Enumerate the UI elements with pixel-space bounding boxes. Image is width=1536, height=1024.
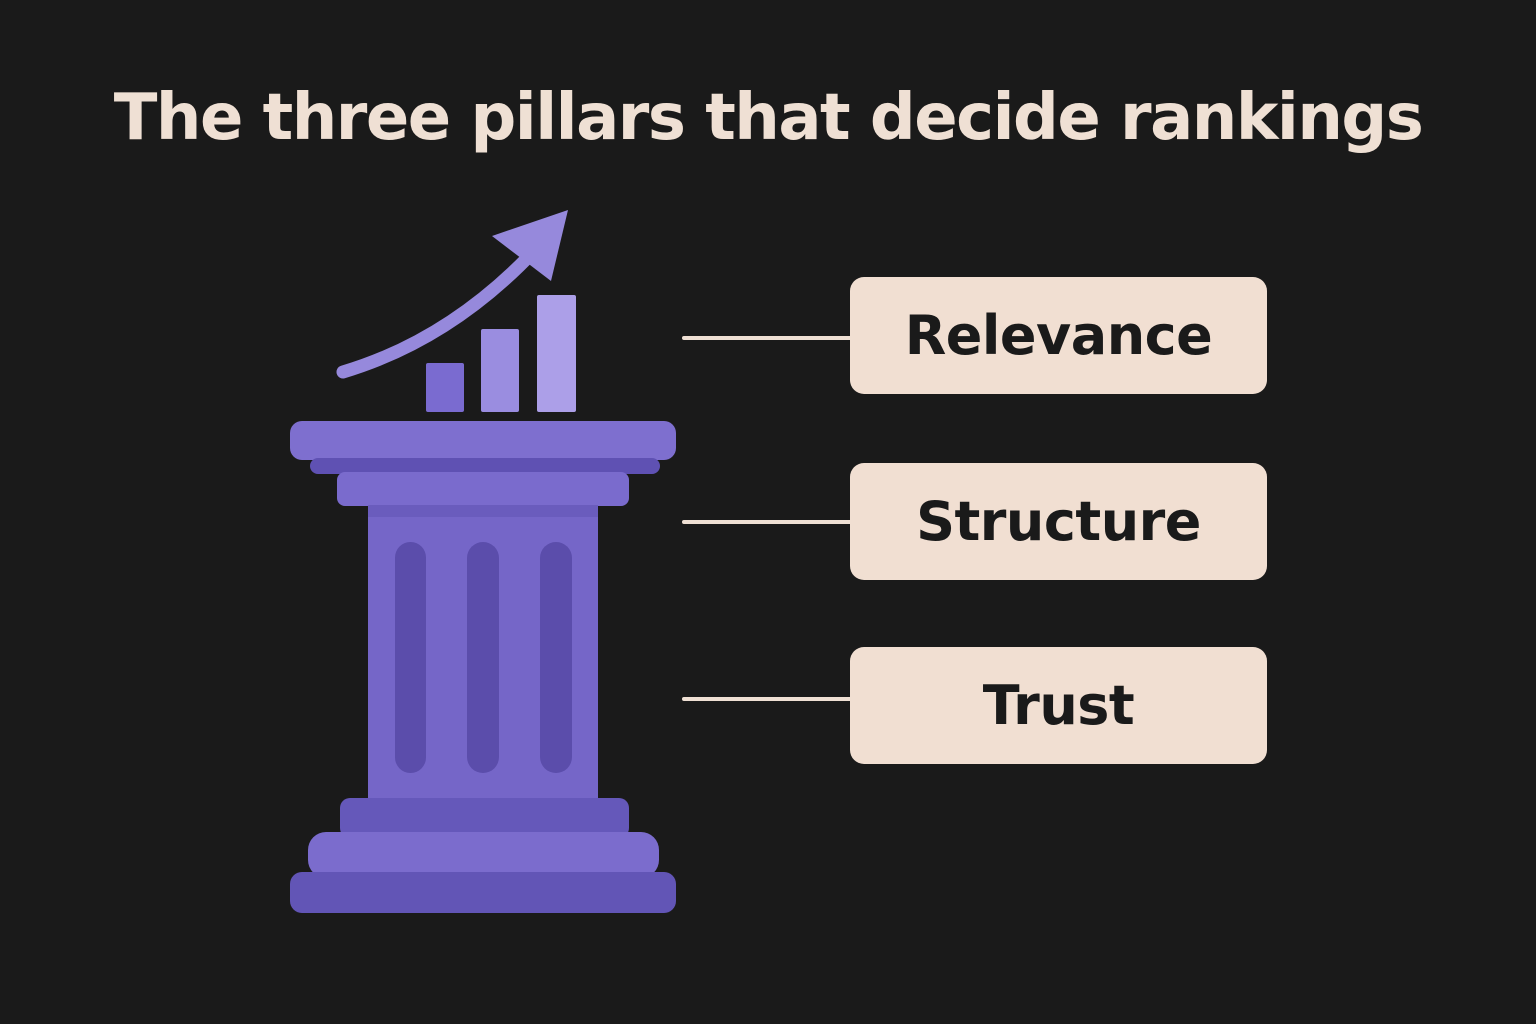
connector-line (682, 520, 852, 524)
page-title: The three pillars that decide rankings (113, 81, 1424, 155)
growth-arrow-icon (336, 210, 568, 379)
column-icon (290, 421, 676, 913)
bar-chart-icon (426, 295, 576, 412)
connector-line (682, 336, 852, 340)
pillar-label-trust: Trust (850, 647, 1267, 764)
pillar-label-relevance: Relevance (850, 277, 1267, 394)
connector-line (682, 697, 852, 701)
pillar-label-structure: Structure (850, 463, 1267, 580)
